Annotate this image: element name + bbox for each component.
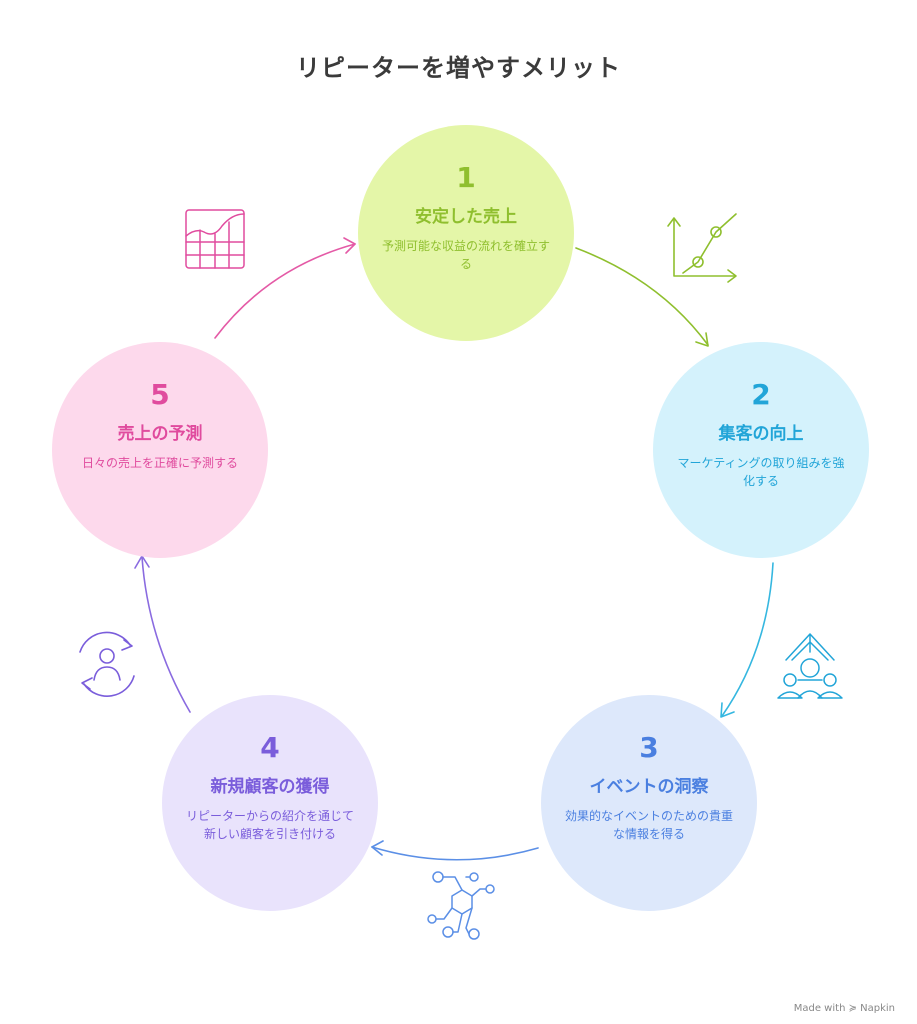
- arrow-5-to-1: [214, 243, 356, 339]
- arrow-4-to-5: [141, 556, 191, 713]
- people-growth-icon: [777, 633, 843, 699]
- node-number: 4: [260, 731, 280, 764]
- node-heading: 集客の向上: [718, 424, 804, 444]
- arrow-3-to-4: [371, 846, 539, 861]
- node-description: 予測可能な収益の流れを確立する: [381, 239, 550, 271]
- node-new-customers: 4 新規顧客の獲得 リピーターからの紹介を通じて新しい顧客を引き付ける: [162, 695, 378, 911]
- node-description: リピーターからの紹介を通じて新しい顧客を引き付ける: [185, 809, 354, 841]
- node-number: 2: [751, 378, 771, 411]
- node-heading: 売上の予測: [117, 424, 203, 444]
- grid-chart-icon: [185, 209, 245, 269]
- node-event-insight: 3 イベントの洞察 効果的なイベントのための貴重な情報を得る: [541, 695, 757, 911]
- node-number: 3: [639, 731, 659, 764]
- arrow-1-to-2: [575, 247, 709, 346]
- node-description: 日々の売上を正確に予測する: [81, 456, 238, 470]
- napkin-credit[interactable]: Made with ≽ Napkin: [793, 1003, 895, 1014]
- arrow-2-to-3: [721, 562, 774, 717]
- node-heading: イベントの洞察: [589, 777, 709, 797]
- node-number: 5: [150, 378, 170, 411]
- line-chart-icon: [667, 213, 737, 283]
- node-heading: 安定した売上: [415, 207, 517, 227]
- node-stable-sales: 1 安定した売上 予測可能な収益の流れを確立する: [358, 125, 574, 341]
- user-refresh-icon: [79, 631, 135, 697]
- arrow-3-to-4-head: [371, 840, 384, 856]
- node-description: 効果的なイベントのための貴重な情報を得る: [564, 809, 733, 841]
- node-customer-attraction: 2 集客の向上 マーケティングの取り組みを強化する: [653, 342, 869, 558]
- arrow-1-to-2-head: [695, 332, 709, 347]
- diagram-title: リピーターを増やすメリット: [296, 54, 621, 82]
- arrow-5-to-1-head: [343, 237, 356, 254]
- node-sales-forecast: 5 売上の予測 日々の売上を正確に予測する: [52, 342, 268, 558]
- node-number: 1: [456, 161, 476, 194]
- network-nodes-icon: [427, 871, 495, 940]
- node-description: マーケティングの取り組みを強化する: [677, 456, 845, 488]
- arrow-2-to-3-head: [720, 702, 735, 718]
- node-heading: 新規顧客の獲得: [210, 777, 330, 797]
